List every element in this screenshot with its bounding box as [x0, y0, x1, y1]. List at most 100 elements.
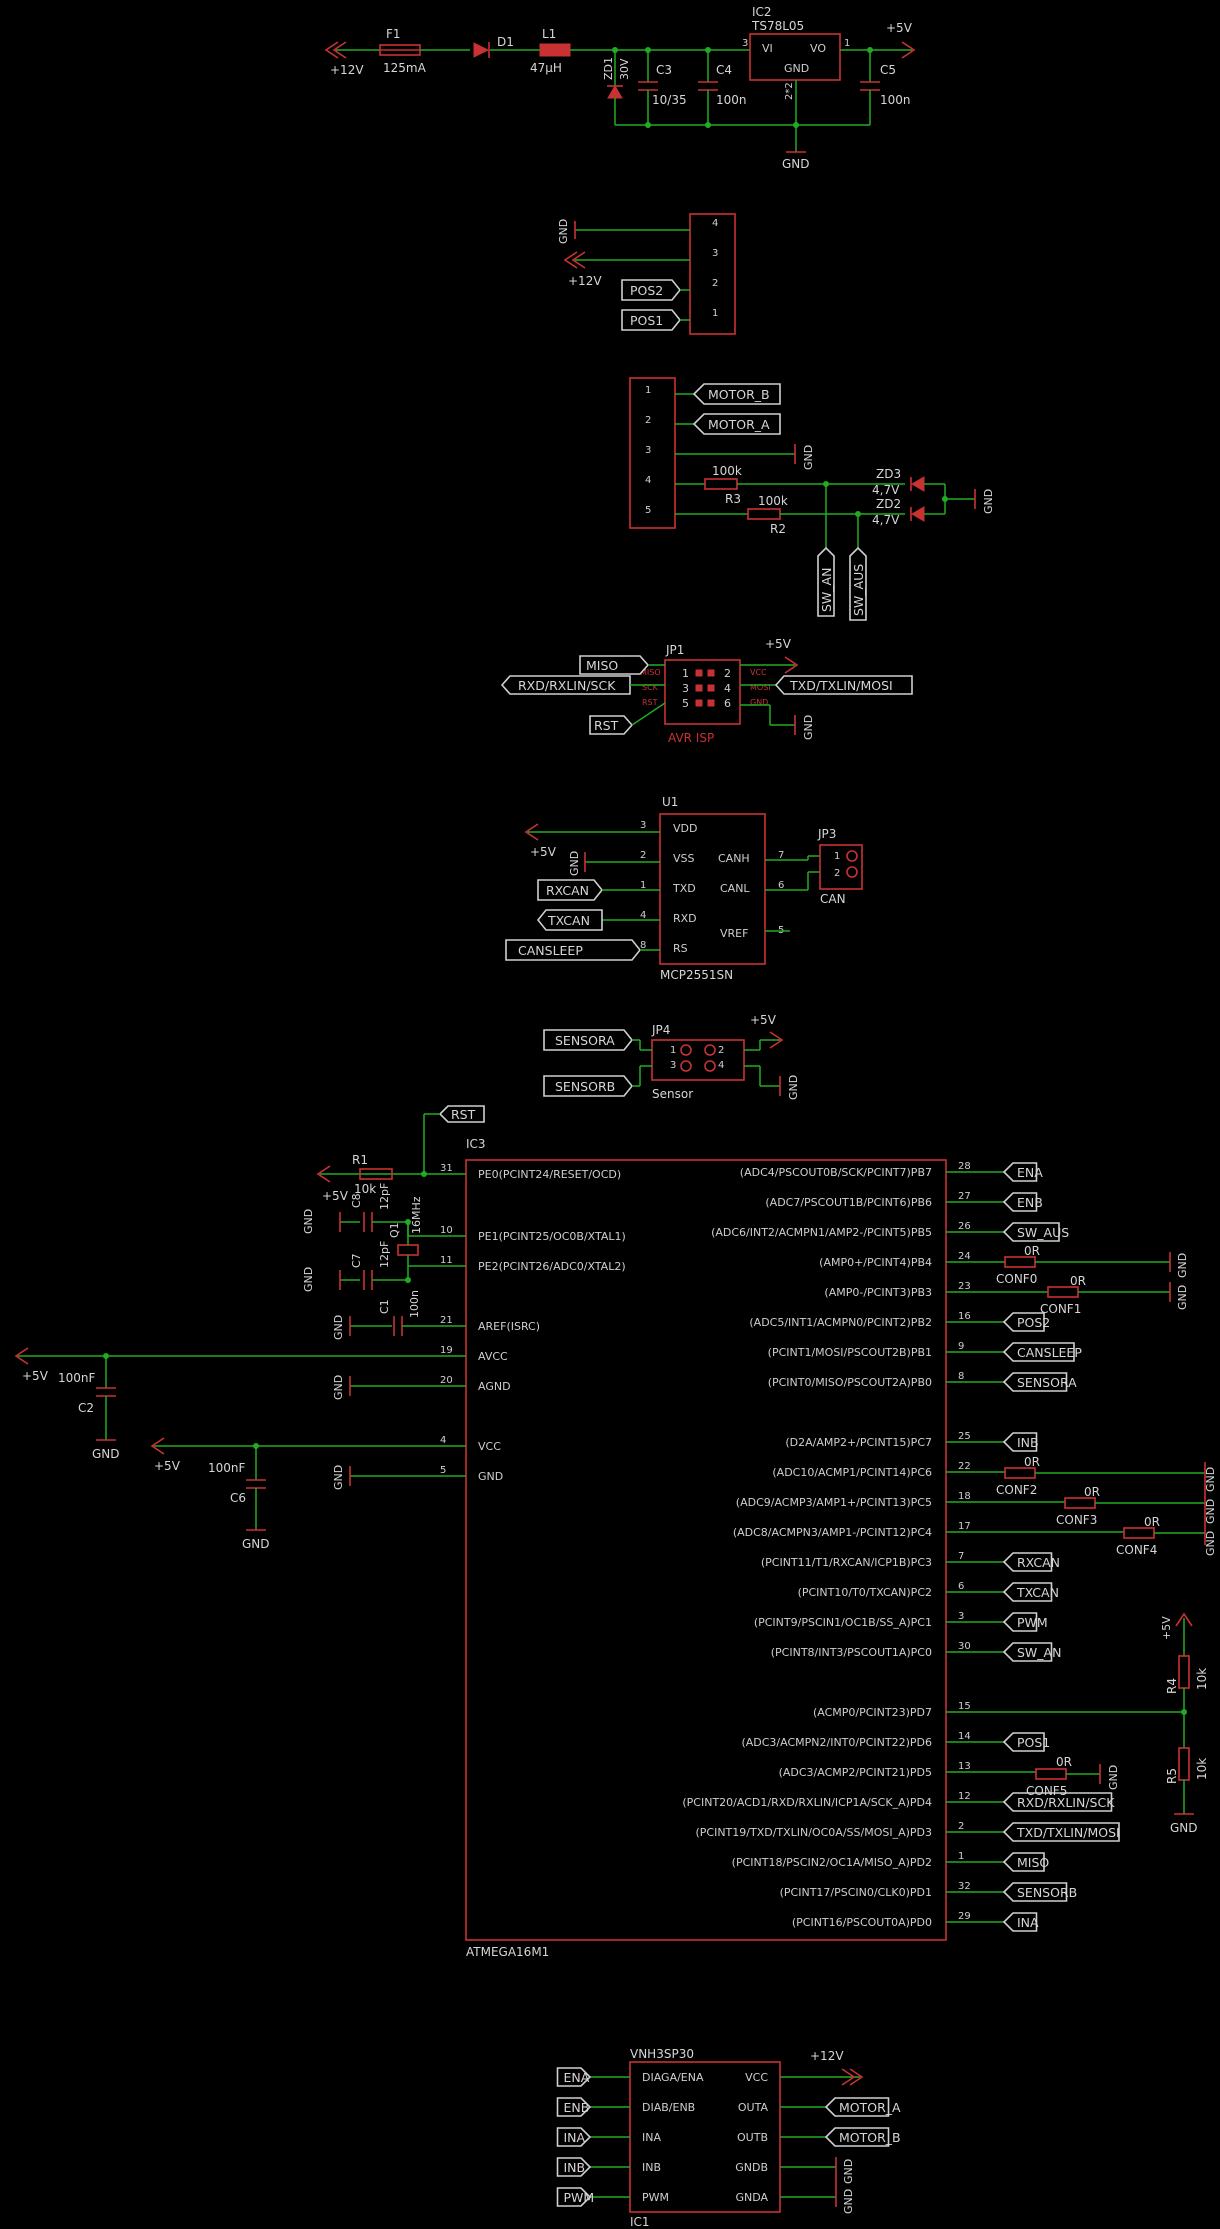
inductor-value: 47µH [530, 61, 562, 75]
mcu-net-flag [1002, 1612, 1038, 1632]
c7-ref: C7 [350, 1253, 363, 1268]
mcu-right-pin-label: (PCINT17/PSCIN0/CLK0)PD1 [780, 1886, 932, 1899]
mcu-left-pin-number: 31 [440, 1163, 453, 1174]
mcu-right-pin-number: 22 [958, 1461, 971, 1472]
crystal-q1 [397, 1244, 419, 1256]
resistor-conf2 [1004, 1467, 1036, 1479]
mcu-right-pin-label: (ADC4/PSCOUT0B/SCK/PCINT7)PB7 [740, 1166, 932, 1179]
r1-v5-arrow-icon [316, 1165, 331, 1183]
driver-net-flag [556, 2187, 592, 2207]
mcu-net-flag [1002, 1342, 1075, 1362]
can-transceiver: U1 MCP2551SN VDD 3 VSS 2 TXD 1 RXD 4 RS … [505, 795, 863, 982]
can-part: MCP2551SN [660, 968, 733, 982]
zener-gnd-label: GND [982, 489, 995, 514]
driver-net-flag-label: INA [564, 2130, 586, 2145]
driver-net-flag [556, 2067, 592, 2087]
mcu-right-pin-label: (PCINT10/T0/TXCAN)PC2 [798, 1586, 932, 1599]
r2-ref: R2 [770, 522, 786, 536]
pos-pin1: 1 [712, 308, 718, 319]
sensor-ref: JP4 [651, 1023, 670, 1037]
isp-name: AVR ISP [668, 731, 714, 745]
mcu-right-pin-number: 15 [958, 1701, 971, 1712]
mcu-net-flag-label: INB [1017, 1435, 1039, 1450]
conf3-gnd-label: GND [1204, 1499, 1217, 1524]
isp-rst-label: RST [594, 718, 619, 733]
mcu-net-flag [1002, 1222, 1060, 1242]
c7-value: 12pF [378, 1241, 391, 1268]
mcu-net-flag [1002, 1912, 1038, 1932]
driver-right-pin-label: OUTB [737, 2131, 768, 2144]
can-txcan-label: TXCAN [547, 913, 590, 928]
mcu-ic3: IC3 ATMEGA16M1 PE0(PCINT24/RESET/OCD)31P… [14, 1105, 1217, 1959]
resistor-conf3 [1064, 1497, 1096, 1509]
isp-pin2: 2 [724, 667, 731, 680]
vcc-v5-label: +5V [154, 1459, 181, 1473]
mcu-right-pin-number: 32 [958, 1881, 971, 1892]
pos-v12-label: +12V [568, 274, 602, 288]
mcu-right-pin-label: (PCINT20/ACD1/RXD/RXLIN/ICP1A/SCK_A)PD4 [682, 1796, 932, 1809]
mcu-rst-label: RST [451, 1107, 476, 1122]
conf2-gnd-label: GND [1204, 1467, 1217, 1492]
mcu-rst-flag [438, 1105, 485, 1123]
r3-value: 100k [712, 464, 742, 478]
c8-gnd-label: GND [302, 1209, 315, 1234]
r5-ref: R5 [1165, 1768, 1179, 1784]
zener-ref: ZD1 [602, 57, 615, 80]
isp-tiny-vcc: VCC [750, 668, 767, 677]
jp3-ref: JP3 [817, 827, 836, 841]
mcu-right-pin-number: 9 [958, 1341, 964, 1352]
pos-v12-arrow2-icon [571, 251, 586, 269]
sensor-v5-label: +5V [750, 1013, 777, 1027]
can-gnd-label: GND [568, 851, 581, 876]
resistor-r5 [1178, 1747, 1190, 1781]
mcu-right-pin-label: (PCINT8/INT3/PSCOUT1A)PC0 [771, 1646, 932, 1659]
mcu-net-flag-label: SW_AN [1017, 1645, 1061, 1660]
mcu-right-pin-label: (ADC3/ACMP2/PCINT21)PD5 [779, 1766, 932, 1779]
v12-label: +12V [330, 63, 364, 77]
can-body [659, 813, 766, 965]
mcu-net-flag-label: SW_AUS [1017, 1225, 1069, 1240]
zd2-value: 4,7V [872, 513, 900, 527]
mcu-net-flag [1002, 1732, 1045, 1752]
mcu-net-flag-label: RXCAN [1017, 1555, 1060, 1570]
isp-gnd-label: GND [802, 715, 815, 740]
driver-v12-arrow-icon [841, 2068, 856, 2086]
avcc-v5-arrow-icon [14, 1347, 29, 1365]
can-rpin-text-0: CANH [718, 852, 750, 865]
can-lpin-num-2: 1 [640, 880, 646, 891]
driver-out-flag [824, 2097, 890, 2117]
mcu-right-pin-number: 7 [958, 1551, 964, 1562]
r1-value: 10k [354, 1182, 376, 1196]
mcu-net-flag-label: CANSLEEP [1017, 1345, 1082, 1360]
driver-net-flag-label: ENB [564, 2100, 590, 2115]
mcu-right-pin-number: 6 [958, 1581, 964, 1592]
c5-ref: C5 [880, 63, 896, 77]
sensor-pin4: 4 [718, 1060, 724, 1071]
motor-pin2: 2 [645, 415, 651, 426]
isp-pin5: 5 [682, 697, 689, 710]
can-v5-arrow-icon [524, 823, 539, 841]
mcu-ref: IC3 [466, 1137, 486, 1151]
mcu-net-flag [1002, 1552, 1053, 1572]
motor-b-flag-label: MOTOR_B [708, 387, 770, 402]
mcu-net-flag [1002, 1642, 1053, 1662]
vcc-v5-arrow-icon [150, 1437, 165, 1455]
mcu-net-flag [1002, 1822, 1120, 1842]
mcu-net-flag [1002, 1432, 1038, 1452]
conf0-value: 0R [1024, 1244, 1040, 1258]
isp-mosi-label: TXD/TXLIN/MOSI [789, 678, 893, 693]
inductor-l1 [539, 43, 571, 57]
mcu-right-pin-label: (PCINT0/MISO/PSCOUT2A)PB0 [768, 1376, 932, 1389]
conf5-gnd-label: GND [1107, 1765, 1120, 1790]
isp-rst-flag [589, 715, 634, 735]
mcu-net-flag-label: ENB [1017, 1195, 1043, 1210]
mcu-left-pin-label: PE1(PCINT25/OC0B/XTAL1) [478, 1230, 626, 1243]
regulator-pin2: 2*2 [784, 82, 795, 100]
motor-driver-ic1: VNH3SP30 IC1 DIAGA/ENAENADIAB/ENBENBINAI… [556, 2047, 901, 2229]
zd3-value: 4,7V [872, 483, 900, 497]
sw-an-flag-label: SW_AN [819, 568, 834, 612]
c2-value: 100nF [58, 1371, 96, 1385]
sensor-body [651, 1039, 745, 1081]
position-connector: 4 3 2 1 GND +12V POS2 POS1 [557, 213, 736, 335]
